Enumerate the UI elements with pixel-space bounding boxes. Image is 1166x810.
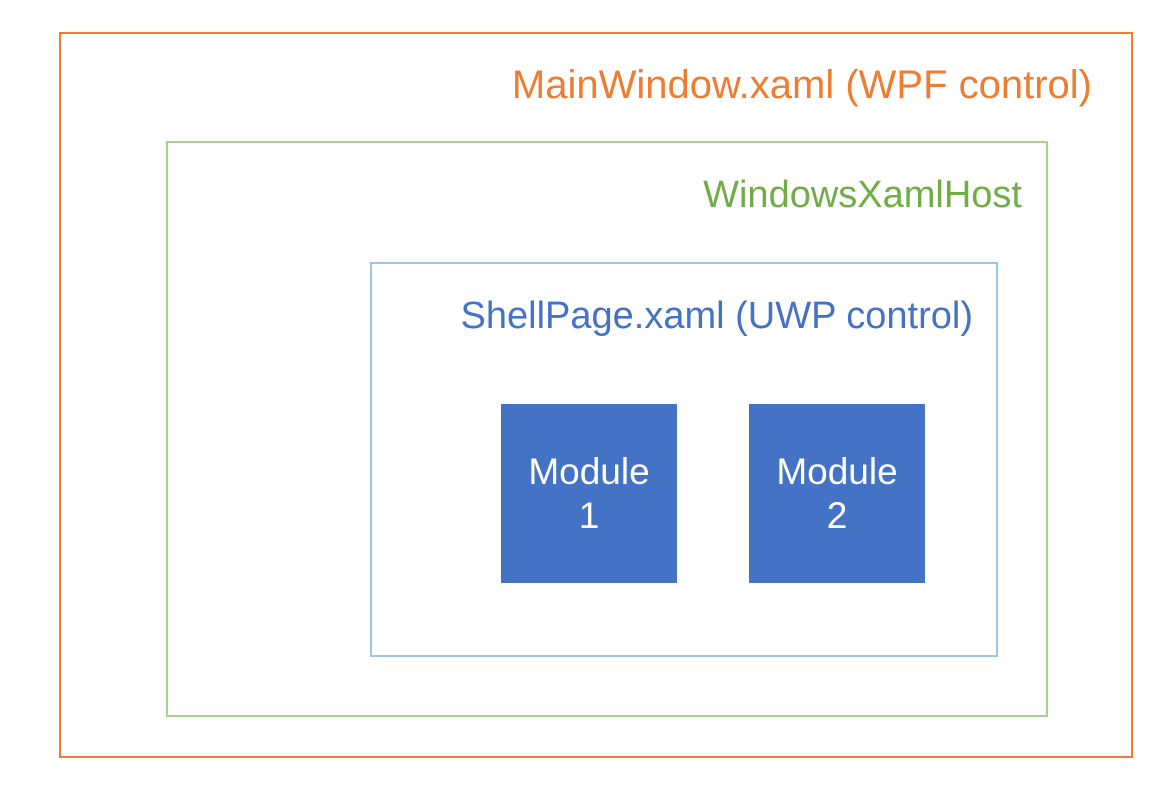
module-box-2: Module 2 [749,404,925,583]
label-mainwindow-wpf: MainWindow.xaml (WPF control) [511,63,1092,107]
label-shellpage-uwp: ShellPage.xaml (UWP control) [460,295,973,337]
container-shellpage-uwp: ShellPage.xaml (UWP control) Module 1 Mo… [370,262,998,657]
module-box-1: Module 1 [501,404,677,583]
module-2-index: 2 [826,494,848,536]
module-1-name: Module [528,450,650,492]
container-mainwindow-wpf: MainWindow.xaml (WPF control) WindowsXam… [59,32,1133,758]
label-windowsxamlhost: WindowsXamlHost [703,174,1022,216]
container-windowsxamlhost: WindowsXamlHost ShellPage.xaml (UWP cont… [166,141,1048,717]
module-1-index: 1 [578,494,600,536]
module-2-name: Module [776,450,898,492]
